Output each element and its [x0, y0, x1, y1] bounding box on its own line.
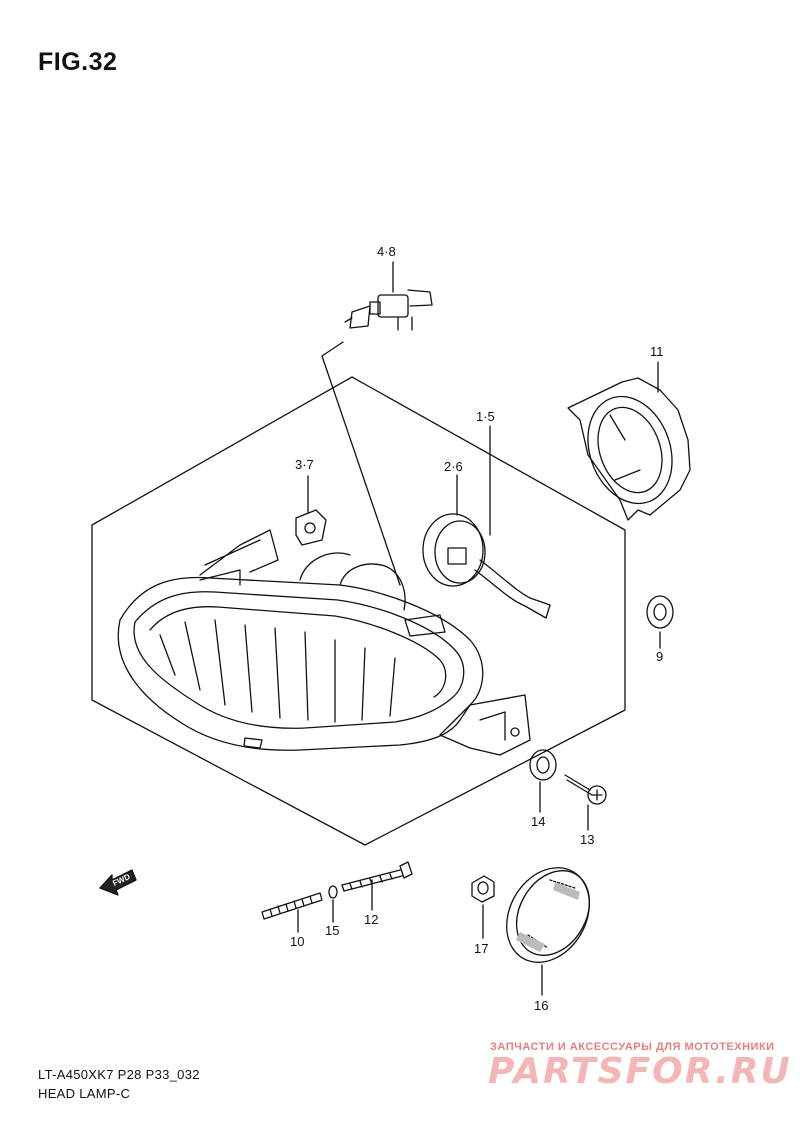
washer-part [328, 885, 338, 899]
clip-nut-part [295, 509, 327, 546]
bolt-part [341, 861, 413, 892]
collar-part [529, 749, 557, 781]
watermark-logo: PARTSFOR.RU [488, 1051, 792, 1092]
figure-title: FIG.32 [38, 48, 118, 76]
callout-4-8: 4·8 [377, 244, 396, 259]
bulb-part [344, 289, 433, 331]
fwd-arrow-icon [99, 869, 137, 896]
screw-part [564, 774, 607, 805]
part-name: HEAD LAMP-C [38, 1086, 131, 1101]
reflector-part [506, 867, 591, 963]
callout-17: 17 [474, 941, 488, 956]
callout-14: 14 [531, 814, 545, 829]
headlamp-housing-part [117, 529, 531, 756]
callout-11: 11 [650, 344, 664, 359]
nut-part [471, 875, 495, 903]
bulb-socket-part [422, 513, 551, 619]
watermark-tagline: ЗАПЧАСТИ И АКСЕССУАРЫ ДЛЯ МОТОТЕХНИКИ [490, 1041, 775, 1053]
callout-16: 16 [534, 998, 548, 1013]
callout-13: 13 [580, 832, 594, 847]
grommet-part [646, 595, 674, 629]
callout-10: 10 [290, 934, 304, 949]
callout-1-5: 1·5 [476, 409, 495, 424]
socket-cover-part [567, 377, 691, 521]
callout-15: 15 [325, 923, 339, 938]
model-code: LT-A450XK7 P28 P33_032 [38, 1067, 200, 1082]
callout-2-6: 2·6 [444, 459, 463, 474]
callout-12: 12 [364, 912, 378, 927]
callout-3-7: 3·7 [295, 457, 314, 472]
spring-part [261, 892, 323, 920]
callout-9: 9 [656, 649, 663, 664]
assembly-outline [91, 376, 626, 846]
